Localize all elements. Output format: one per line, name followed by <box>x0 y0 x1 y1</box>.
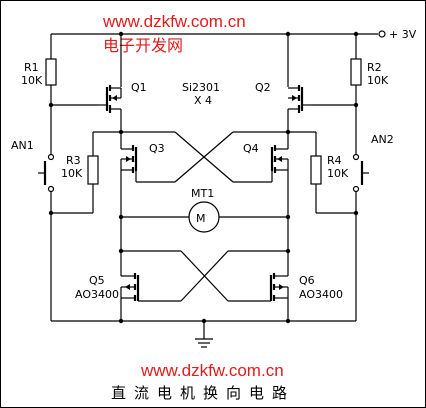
upper-part-qty: X 4 <box>194 94 212 107</box>
motor-symbol <box>188 201 220 233</box>
q6-part: AO3400 <box>299 288 343 301</box>
lower-cross-wires <box>118 248 291 302</box>
r2-name: R2 <box>367 61 382 74</box>
resistor-r4 <box>233 131 322 213</box>
q1-label: Q1 <box>131 81 147 94</box>
q4-label: Q4 <box>243 142 259 155</box>
q5-label: Q5 <box>89 274 105 287</box>
r1-name: R1 <box>24 61 39 74</box>
transistor-q1 <box>98 34 122 132</box>
an1-label: AN1 <box>11 139 34 152</box>
q6-label: Q6 <box>299 274 315 287</box>
r3-name: R3 <box>66 154 81 167</box>
r1-value: 10K <box>21 74 43 87</box>
transistor-q6 <box>268 251 289 321</box>
r2-value: 10K <box>367 74 389 87</box>
resistor-r2 <box>311 31 362 108</box>
q2-label: Q2 <box>255 81 271 94</box>
q3-label: Q3 <box>149 142 165 155</box>
watermark-url-top: www.dzkfw.com.cn <box>102 12 246 31</box>
an2-label: AN2 <box>371 133 394 146</box>
supply-label: + 3V <box>389 28 417 41</box>
r4-value: 10K <box>327 167 349 180</box>
motor-label: MT1 <box>191 187 214 200</box>
switch-an2 <box>316 105 369 321</box>
transistor-q4 <box>269 129 291 183</box>
ground-rail <box>51 318 356 348</box>
q5-part: AO3400 <box>75 288 119 301</box>
resistor-r3 <box>87 131 175 213</box>
resistor-r1 <box>45 34 98 108</box>
upper-cross-wires <box>139 131 269 183</box>
r4-name: R4 <box>327 154 342 167</box>
supply-terminal <box>378 30 386 38</box>
transistor-q3 <box>118 129 139 183</box>
motor-symbol-letter: M <box>196 212 206 225</box>
transistor-q5 <box>120 251 141 321</box>
switch-an1 <box>38 105 93 321</box>
r3-value: 10K <box>61 167 83 180</box>
watermark-site-name: 电子开发网 <box>103 37 183 55</box>
supply-rail <box>51 30 386 38</box>
diagram-caption: 直流电机换向电路 <box>111 384 295 402</box>
upper-part-number: Si2301 <box>182 81 220 94</box>
watermark-url-bottom: www.dzkfw.com.cn <box>140 361 284 380</box>
transistor-q2 <box>287 34 311 132</box>
motor-mt1 <box>118 182 291 251</box>
